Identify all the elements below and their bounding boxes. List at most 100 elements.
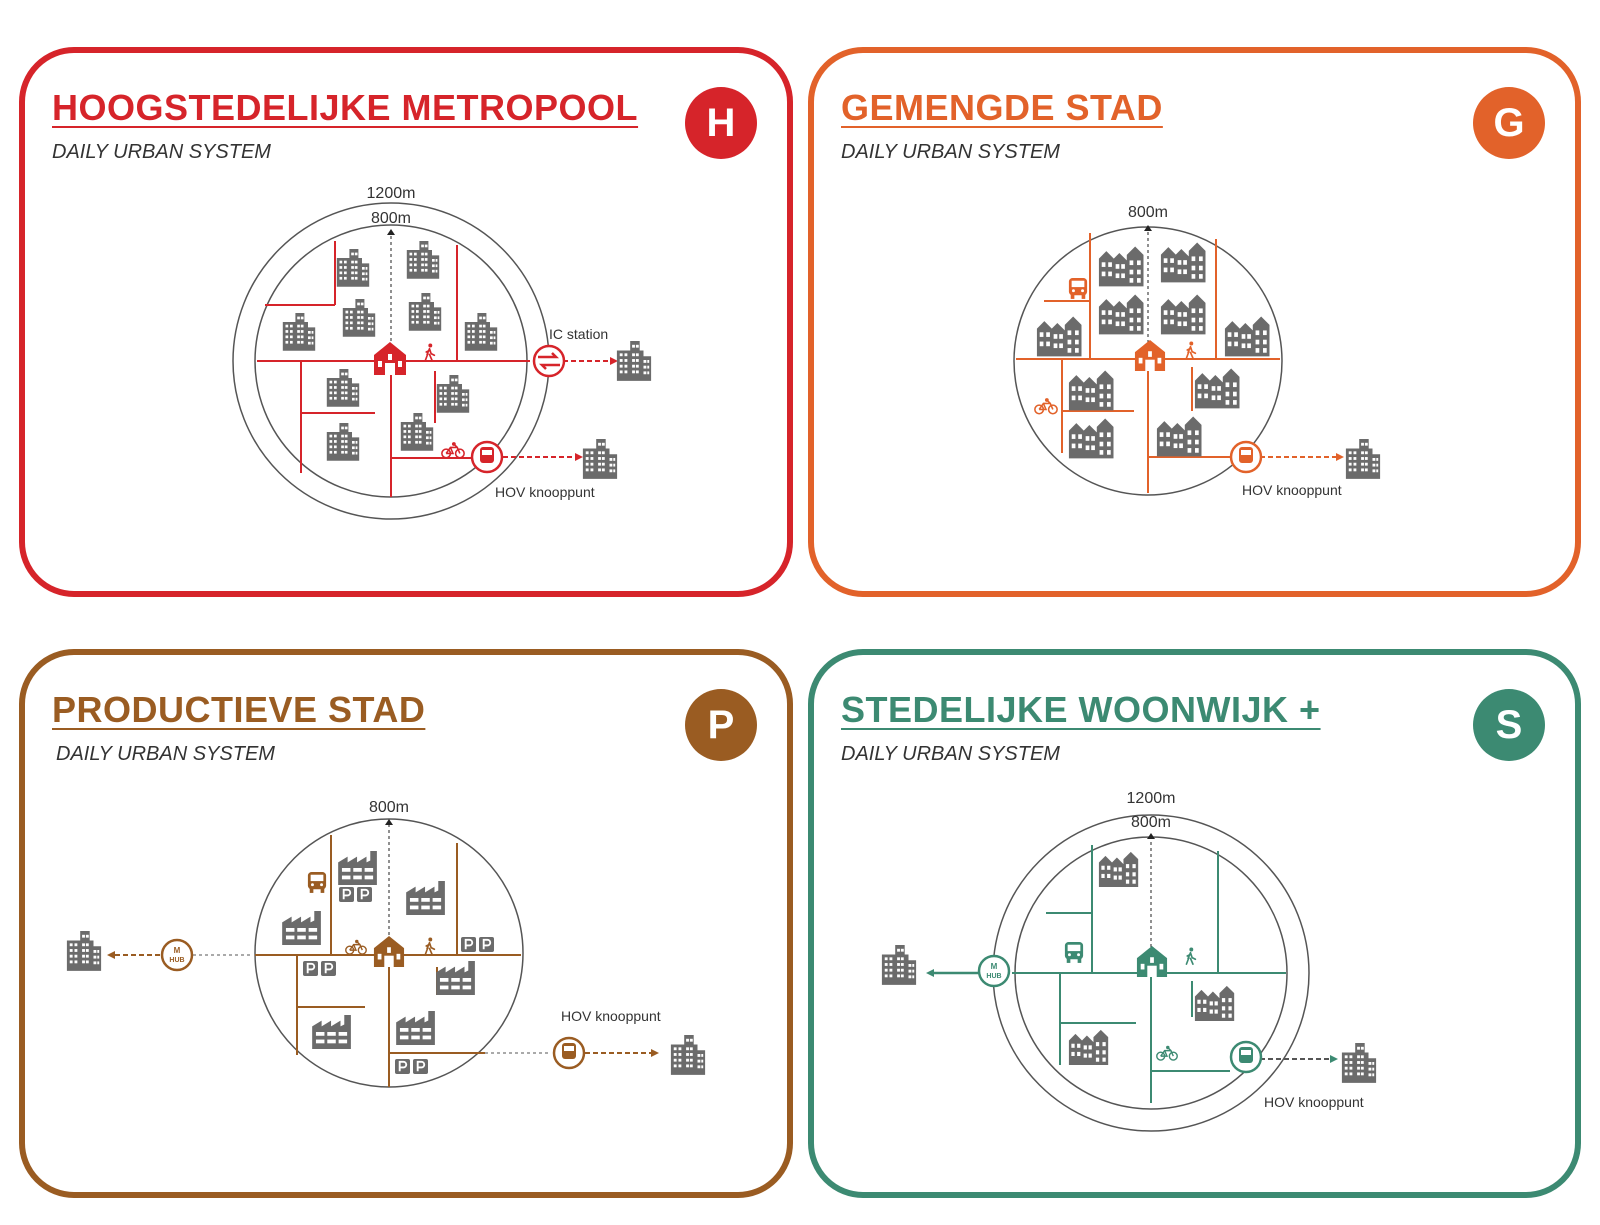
factory-icon xyxy=(406,881,445,915)
mobility-hub-icon: M HUB xyxy=(160,938,194,972)
radius-arrowhead xyxy=(1144,225,1152,231)
factory-icon xyxy=(396,1011,435,1045)
arrowhead xyxy=(575,453,583,461)
row-house-icon xyxy=(1036,316,1082,357)
house-icon xyxy=(1136,945,1168,977)
bicycle-icon xyxy=(345,939,367,955)
hov-label: HOV knooppunt xyxy=(1264,1094,1364,1110)
row-house-icon xyxy=(1224,316,1270,357)
apartment-building-icon xyxy=(342,299,376,337)
hov-label: HOV knooppunt xyxy=(1242,482,1342,498)
apartment-building-icon xyxy=(1341,1043,1377,1083)
bicycle-icon xyxy=(1156,1045,1178,1061)
radius-arrowhead xyxy=(387,229,395,235)
apartment-building-icon xyxy=(436,375,470,413)
parking-icon xyxy=(339,887,372,902)
ns-logo-icon xyxy=(532,344,566,378)
hov-label: HOV knooppunt xyxy=(561,1008,661,1024)
row-house-icon xyxy=(1160,294,1206,335)
pedestrian-icon xyxy=(424,937,436,955)
outer-radius-label: 1200m xyxy=(1127,790,1176,807)
arrowhead xyxy=(610,357,618,365)
card-gemengde-stad: GEMENGDE STAD DAILY URBAN SYSTEM G 800m xyxy=(808,47,1581,597)
factory-icon xyxy=(338,851,377,885)
apartment-building-icon xyxy=(616,341,652,381)
card-title: STEDELIJKE WOONWIJK + xyxy=(841,689,1321,730)
bus-icon xyxy=(1068,278,1088,299)
inner-radius-label: 800m xyxy=(1128,204,1168,221)
train-icon xyxy=(470,440,504,474)
card-subtitle: DAILY URBAN SYSTEM xyxy=(841,743,1060,765)
card-title: PRODUCTIEVE STAD xyxy=(52,689,426,730)
arrowhead xyxy=(1330,1055,1338,1063)
hub-label-bottom: HUB xyxy=(169,957,184,964)
radius-arrowhead xyxy=(1147,833,1155,839)
train-icon xyxy=(1229,1040,1263,1074)
badge-g: G xyxy=(1473,87,1545,159)
pedestrian-icon xyxy=(1185,341,1197,359)
apartment-building-icon xyxy=(406,241,440,279)
card-subtitle: DAILY URBAN SYSTEM xyxy=(52,141,271,163)
bus-icon xyxy=(1064,942,1084,963)
hov-label: HOV knooppunt xyxy=(495,484,595,500)
hub-label-top: M xyxy=(991,962,998,971)
pedestrian-icon xyxy=(424,343,436,361)
hub-label-top: M xyxy=(174,946,181,955)
badge-h: H xyxy=(685,87,757,159)
row-house-icon xyxy=(1098,851,1139,887)
row-house-icon xyxy=(1160,242,1206,283)
house-icon xyxy=(1134,339,1166,371)
card-hoogstedelijke-metropool: HOOGSTEDELIJKE METROPOOL DAILY URBAN SYS… xyxy=(19,47,793,597)
urban-system-diagram: 800m xyxy=(1013,204,1381,498)
card-stedelijke-woonwijk: STEDELIJKE WOONWIJK + DAILY URBAN SYSTEM… xyxy=(808,649,1581,1198)
train-icon xyxy=(552,1036,586,1070)
bus-icon xyxy=(307,872,327,893)
apartment-building-icon xyxy=(336,249,370,287)
card-subtitle: DAILY URBAN SYSTEM xyxy=(841,141,1060,163)
train-icon xyxy=(1229,440,1263,474)
apartment-building-icon xyxy=(326,369,360,407)
apartment-building-icon xyxy=(881,945,917,985)
outer-radius-label: 1200m xyxy=(367,185,416,202)
mobility-hub-icon: M HUB xyxy=(977,954,1011,988)
badge-s: S xyxy=(1473,689,1545,761)
factory-icon xyxy=(312,1015,351,1049)
card-subtitle: DAILY URBAN SYSTEM xyxy=(56,743,275,765)
apartment-building-icon xyxy=(464,313,498,351)
arrowhead xyxy=(651,1049,659,1057)
urban-system-diagram: 800m xyxy=(66,799,706,1088)
card-title: HOOGSTEDELIJKE METROPOOL xyxy=(52,87,639,128)
factory-icon xyxy=(282,911,321,945)
bicycle-icon xyxy=(1034,397,1058,415)
bicycle-icon xyxy=(441,441,465,459)
inner-radius-label: 800m xyxy=(1131,814,1171,831)
apartment-building-icon xyxy=(582,439,618,479)
house-icon xyxy=(373,935,405,967)
arrowhead xyxy=(926,969,934,977)
row-house-icon xyxy=(1068,1029,1109,1065)
parking-icon xyxy=(395,1059,428,1074)
pedestrian-icon xyxy=(1185,947,1197,965)
hub-label-bottom: HUB xyxy=(986,973,1001,980)
urban-system-diagram: 1200m 800m M HUB xyxy=(881,790,1377,1132)
badge-p: P xyxy=(685,689,757,761)
apartment-building-icon xyxy=(326,423,360,461)
row-house-icon xyxy=(1194,368,1240,409)
apartment-building-icon xyxy=(670,1035,706,1075)
row-house-icon xyxy=(1194,985,1235,1021)
row-house-icon xyxy=(1098,246,1144,287)
row-house-icon xyxy=(1068,370,1114,411)
house-icon xyxy=(374,342,406,375)
row-house-icon xyxy=(1156,416,1202,457)
apartment-building-icon xyxy=(1345,439,1381,479)
apartment-building-icon xyxy=(408,293,442,331)
ic-station-label: IC station xyxy=(549,326,608,342)
apartment-building-icon xyxy=(282,313,316,351)
parking-icon xyxy=(461,937,494,952)
parking-icon xyxy=(303,961,336,976)
street-network xyxy=(255,835,521,1087)
arrowhead xyxy=(107,951,115,959)
apartment-building-icon xyxy=(66,931,102,971)
row-house-icon xyxy=(1098,294,1144,335)
inner-radius-label: 800m xyxy=(369,799,409,816)
